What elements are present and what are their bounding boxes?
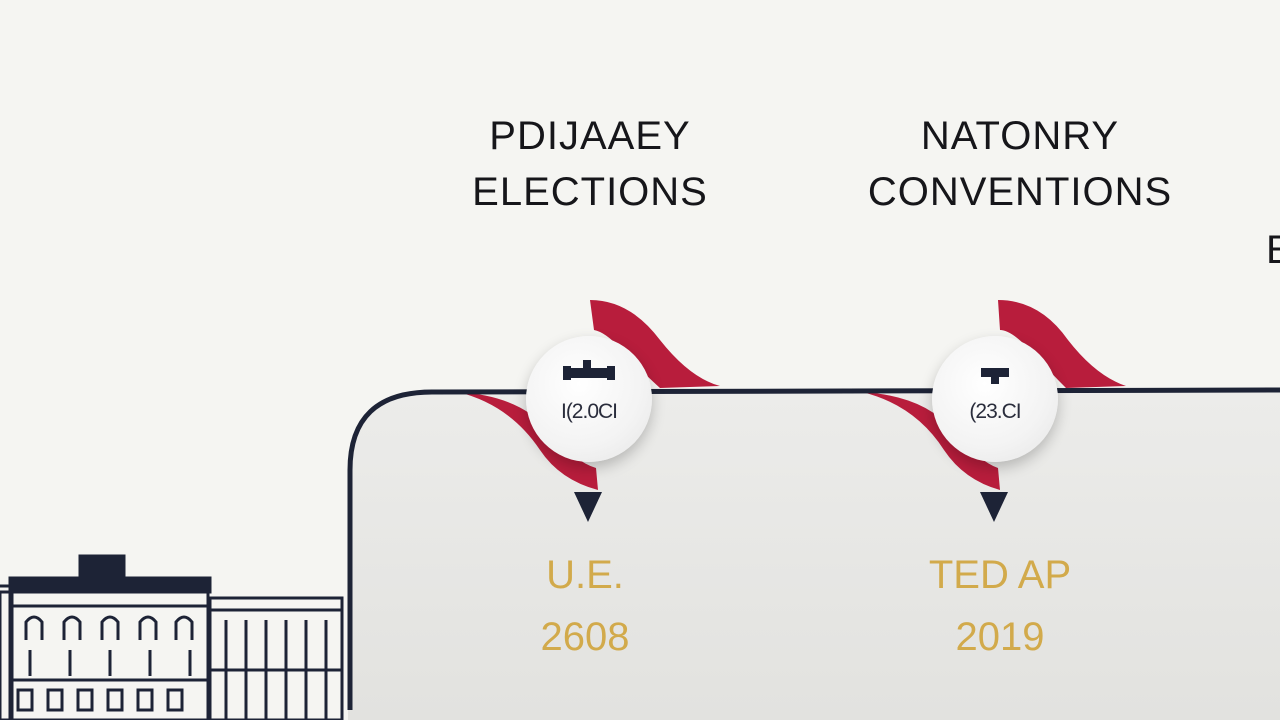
milestone-3-heading: E: [1266, 222, 1280, 278]
milestone-1-label: U.E.: [546, 553, 624, 597]
timeline-panel: [348, 388, 1280, 720]
milestone-2-heading-line-1: NATONRY: [920, 114, 1120, 158]
milestone-1-heading: PDIJAAEY ELECTIONS: [440, 108, 740, 220]
milestone-3-heading-line-1: E: [1266, 222, 1280, 278]
milestone-1-heading-line-1: PDIJAAEY: [489, 114, 691, 158]
red-ribbon-2: [590, 300, 720, 388]
gavel-icon: [932, 358, 1058, 393]
capitol-building-icon: [0, 554, 344, 720]
milestone-2-year: 2019: [955, 615, 1045, 659]
milestone-2-label: TED AP: [928, 553, 1072, 597]
red-ribbon-1: [458, 392, 598, 490]
milestone-2-heading-line-2: CONVENTIONS: [867, 170, 1173, 214]
milestone-2-badge-code: (23.CI: [969, 400, 1021, 423]
milestone-2-badge: (23.CI: [932, 336, 1058, 462]
milestone-2-date: TED AP 2019: [900, 544, 1100, 668]
milestone-1-badge: I(2.0CI: [526, 336, 652, 462]
milestone-2-heading: NATONRY CONVENTIONS: [820, 108, 1220, 220]
milestone-1-heading-line-2: ELECTIONS: [472, 170, 708, 214]
milestone-1-badge-code: I(2.0CI: [560, 400, 618, 423]
gavel-icon: [526, 358, 652, 393]
red-ribbon-4: [998, 300, 1126, 388]
milestone-1-year: 2608: [540, 615, 630, 659]
timeline-line: [347, 387, 1280, 710]
red-ribbon-3: [862, 392, 1000, 490]
arrow-down-icon: [574, 492, 602, 522]
arrow-down-icon: [980, 492, 1008, 522]
milestone-1-date: U.E. 2608: [500, 544, 670, 668]
